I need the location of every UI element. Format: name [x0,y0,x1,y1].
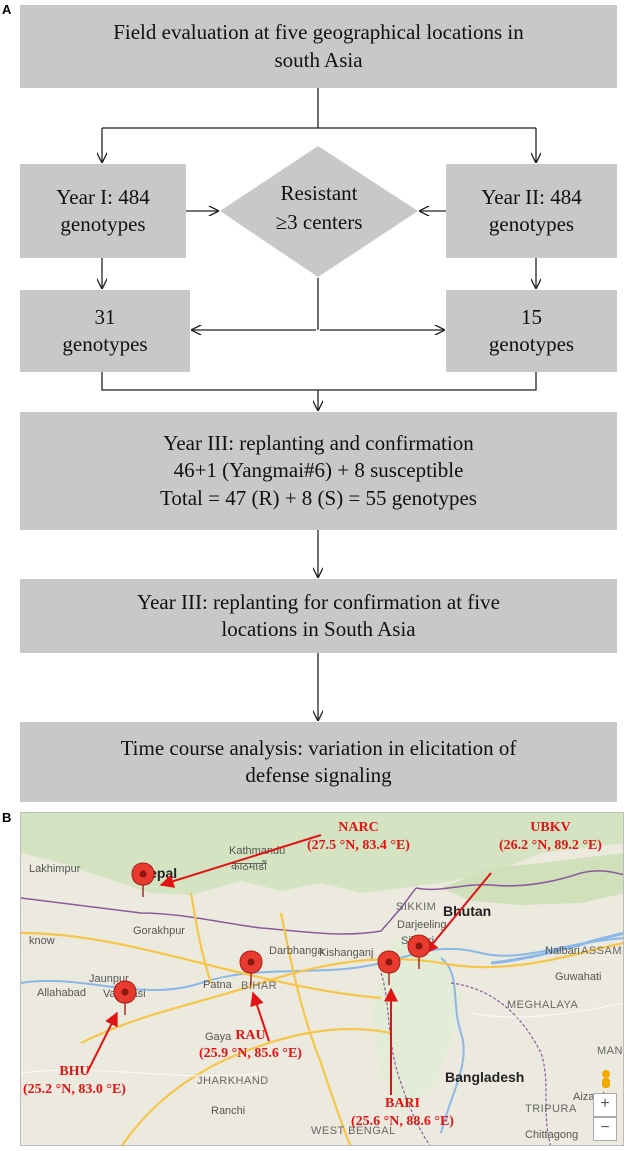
merge-line [101,372,537,391]
split-line [102,88,536,129]
map-label-kathmandu-local: काठमाडौं [231,861,267,873]
map-label-allahabad: Allahabad [37,987,86,999]
map-label-bhutan: Bhutan [443,903,492,919]
site-label-narc: NARC(27.5 °N, 83.4 °E) [307,820,410,853]
map-label-nalbari: Nalbari [545,945,580,957]
panel-a-label: A [2,2,12,17]
map-label-kishanganj: Kishanganj [319,947,374,959]
map-label-gorakhpur: Gorakhpur [133,925,185,937]
site-label-bari: BARI(25.6 °N, 88.6 °E) [351,1096,454,1129]
replanting-box: Year III: replanting for confirmation at… [20,579,617,653]
map-label-lucknow: know [29,935,55,947]
map-label-tripura: TRIPURA [525,1103,577,1115]
map-label-bihar: BIHAR [241,980,278,992]
map-label-sikkim: SIKKIM [396,901,437,913]
assam-river [490,931,623,965]
map-label-varanasi: Varanasi [103,988,146,1000]
zoom-in-button[interactable]: + [593,1093,617,1117]
map-label-jharkhand: JHARKHAND [197,1075,269,1087]
site-label-bhu: BHU(25.2 °N, 83.0 °E) [23,1064,126,1097]
panel-b-label: B [2,810,12,825]
map-label-jaunpur: Jaunpur [89,973,129,985]
map-label-darbhanga: Darbhanga [269,945,324,957]
field-evaluation-box: Field evaluation at five geographical lo… [20,5,617,88]
resistant-diamond [220,146,418,277]
zoom-out-button[interactable]: − [593,1117,617,1141]
map-label-patna: Patna [203,979,232,991]
nepal-border [21,887,417,935]
map-label-lakhimpur: Lakhimpur [29,863,81,875]
map-label-nepal: Nepal [139,865,178,881]
map-label-guwahati: Guwahati [555,971,602,983]
map-label-siliguri: Siliguri [401,935,435,947]
map-label-meghalaya: MEGHALAYA [507,999,579,1011]
site-label-rau: RAU(25.9 °N, 85.6 °E) [199,1028,302,1061]
map-label-man: MAN [597,1045,623,1057]
map-label-west-bengal: WEST BENGAL [311,1125,396,1137]
time-course-box: Time course analysis: variation in elici… [20,722,617,802]
map-label-chittagong: Chittagong [525,1129,579,1141]
bangladesh-border-east [450,982,552,1145]
brahmaputra-river [440,957,465,1134]
site-label-ubkv: UBKV(26.2 °N, 89.2 °E) [499,820,602,853]
map-label-gaya: Gaya [205,1031,232,1043]
ganges-river [21,937,623,991]
map-label-assam: ASSAM [581,945,623,957]
map-label-kathmandu: Kathmandu [229,845,286,857]
map-label-bangladesh: Bangladesh [445,1069,525,1085]
map-panel: Lakhimpur Nepal Kathmandu काठमाडौं Gorak… [20,812,624,1146]
map-label-darjeeling: Darjeeling [397,919,447,931]
resistant-criterion: Resistant ≥3 centers [275,181,363,234]
pegman-icon[interactable] [598,1069,614,1091]
map-label-ranchi: Ranchi [211,1105,246,1117]
flowchart-connectors [0,88,630,810]
